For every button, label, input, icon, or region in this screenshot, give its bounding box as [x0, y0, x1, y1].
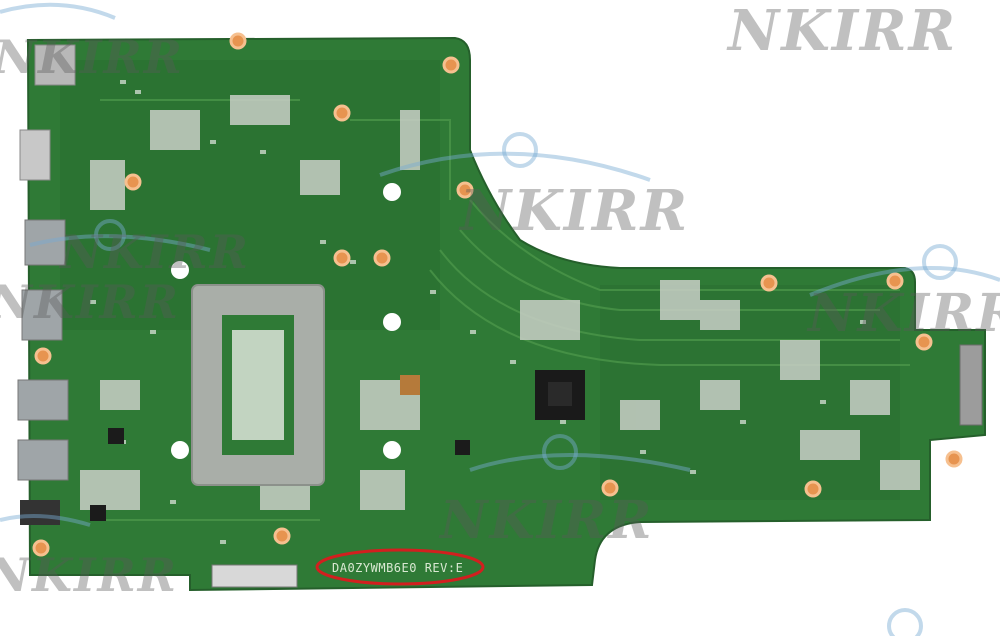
board-part-number: DA0ZYWMB6E0 REV:E: [332, 561, 464, 575]
highlight-ellipse: [315, 548, 485, 586]
io-ports: [17, 44, 76, 525]
m2-slot: [211, 564, 298, 588]
cpu-socket-bracket: [191, 284, 325, 486]
edge-connector: [959, 344, 983, 426]
